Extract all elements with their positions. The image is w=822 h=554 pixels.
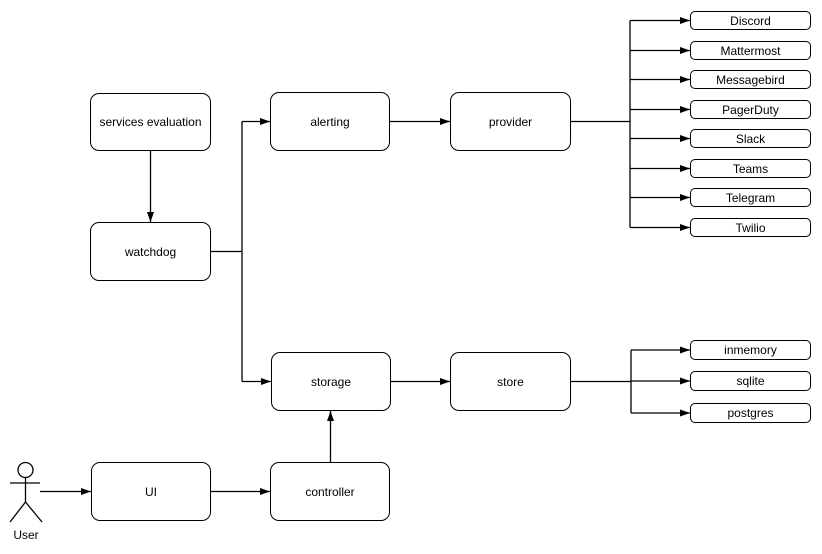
- node-storage[interactable]: storage: [271, 352, 391, 411]
- user-actor-figure: [9, 461, 43, 523]
- node-store-sqlite[interactable]: sqlite: [690, 371, 811, 391]
- node-provider-mattermost[interactable]: Mattermost: [690, 41, 811, 60]
- actor-left-leg: [9, 501, 27, 523]
- node-provider-pagerduty[interactable]: PagerDuty: [690, 100, 811, 119]
- node-provider-discord[interactable]: Discord: [690, 11, 811, 30]
- node-provider-twilio[interactable]: Twilio: [690, 218, 811, 237]
- actor-right-leg: [24, 501, 43, 523]
- node-services-evaluation[interactable]: services evaluation: [90, 93, 211, 151]
- node-provider-slack[interactable]: Slack: [690, 129, 811, 148]
- user-actor-label: User: [13, 528, 39, 542]
- node-store-postgres[interactable]: postgres: [690, 403, 811, 423]
- node-alerting[interactable]: alerting: [270, 92, 390, 151]
- node-provider-teams[interactable]: Teams: [690, 159, 811, 178]
- node-store[interactable]: store: [450, 352, 571, 411]
- node-provider-telegram[interactable]: Telegram: [690, 188, 811, 207]
- node-store-inmemory[interactable]: inmemory: [690, 340, 811, 360]
- node-provider[interactable]: provider: [450, 92, 571, 151]
- node-ui[interactable]: UI: [91, 462, 211, 521]
- node-provider-messagebird[interactable]: Messagebird: [690, 70, 811, 89]
- actor-head: [17, 461, 34, 479]
- node-watchdog[interactable]: watchdog: [90, 222, 211, 281]
- node-controller[interactable]: controller: [270, 462, 390, 521]
